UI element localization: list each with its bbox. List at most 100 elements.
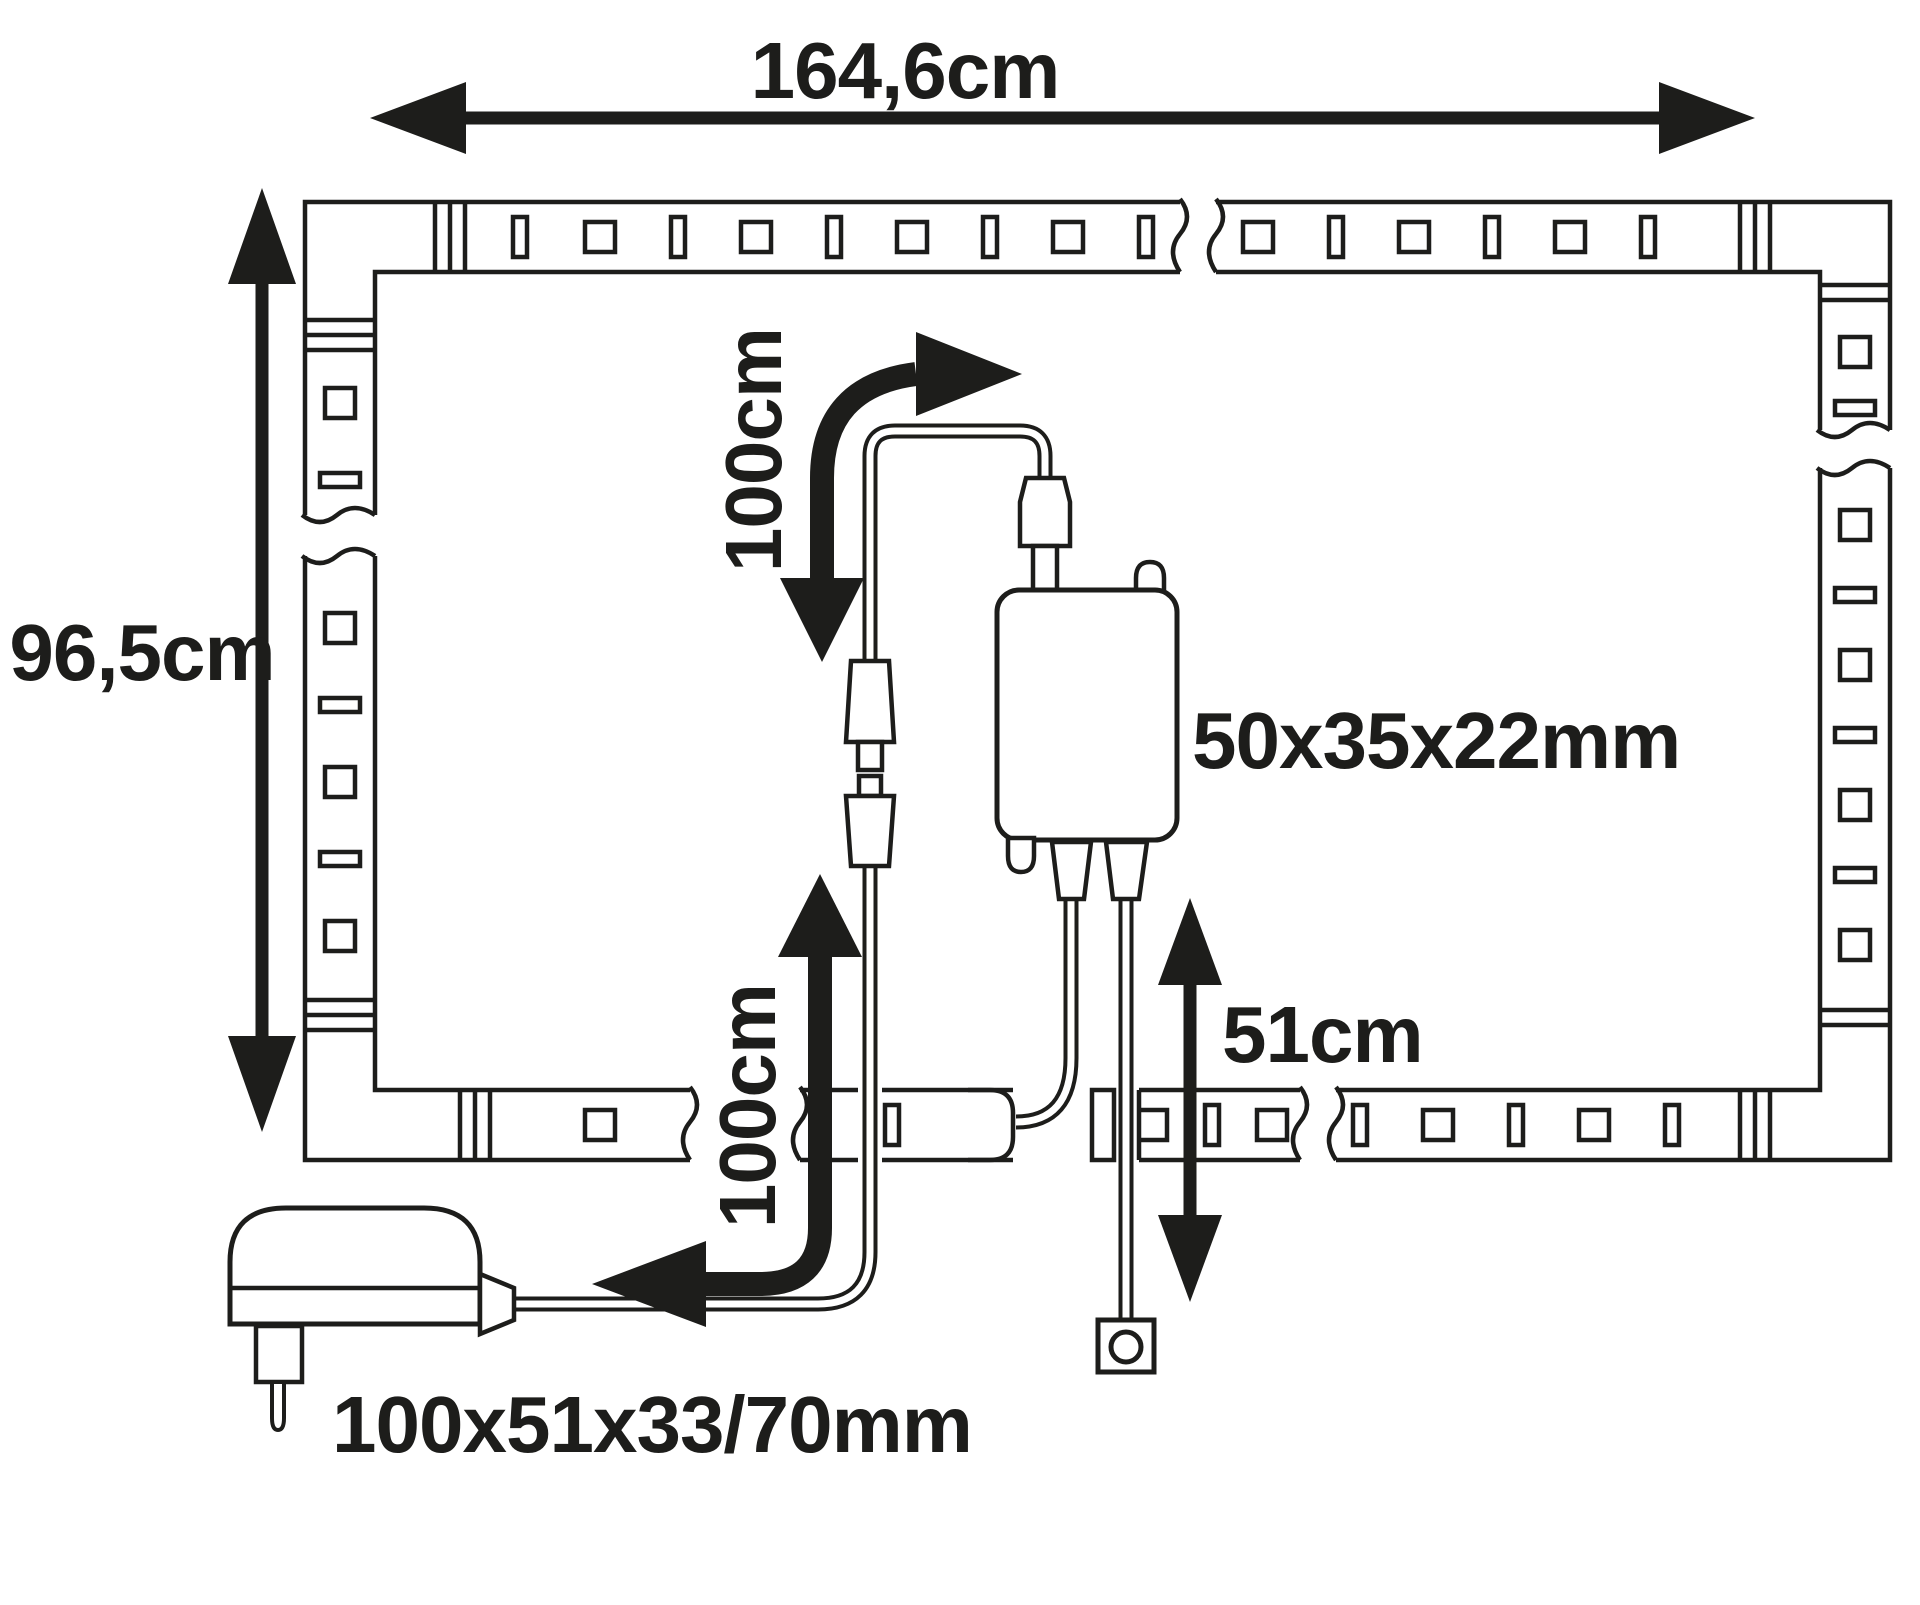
arrowhead-right-icon [916, 332, 1022, 416]
inline-cable-connector [843, 475, 1073, 869]
led-chip [1837, 927, 1873, 963]
controller-plug-body [1017, 475, 1073, 549]
led-chip [1136, 214, 1156, 260]
power-supply-nozzle [477, 1270, 517, 1338]
led-chip [1638, 214, 1658, 260]
strip-end-cap [968, 1087, 1016, 1163]
strip-cut-marks [300, 197, 1895, 1165]
led-chip [322, 610, 358, 646]
arrowhead-up-icon [778, 874, 862, 957]
connector-female-neck [856, 773, 884, 799]
led-chip [317, 470, 363, 490]
strip-cut-mark [1815, 420, 1892, 440]
led-chip [1326, 214, 1346, 260]
frame-height-label: 96,5cm [9, 608, 274, 697]
bottom-cable-arrow-shaft [704, 954, 832, 1296]
led-chip [322, 764, 358, 800]
controller-tab [1005, 835, 1037, 875]
bottom-cable-length-label: 100cm [703, 984, 792, 1228]
led-chip [322, 918, 358, 954]
led-chip [510, 214, 530, 260]
led-chip [322, 385, 358, 421]
connection-cables [862, 423, 1134, 1322]
led-chip [317, 849, 363, 869]
switch-cable-length-label: 51cm [1222, 990, 1423, 1079]
top-cable-arrow-shaft [810, 362, 918, 584]
top-cable-length-label: 100cm [709, 328, 798, 572]
strip-cut-mark [1815, 458, 1892, 478]
switch-button-icon [1108, 1329, 1144, 1365]
strip-gap [690, 1085, 800, 1165]
extension-cable-core [866, 427, 1049, 668]
led-chip [317, 695, 363, 715]
led-chip [1837, 334, 1873, 370]
led-chip [1420, 1107, 1456, 1143]
led-chip [1202, 1102, 1222, 1148]
led-chip [1350, 1102, 1370, 1148]
led-strip-frame [302, 199, 1893, 1163]
controller-output-plug [1103, 839, 1150, 902]
led-chip [1552, 219, 1588, 255]
strip-cut-mark [790, 1085, 810, 1162]
connector-female-body [843, 793, 897, 869]
led-chip [1482, 214, 1502, 260]
connector-male-body [843, 658, 897, 745]
led-chip [1576, 1107, 1612, 1143]
arrowhead-left-icon [592, 1241, 706, 1327]
strip-end-connector [1089, 1087, 1117, 1163]
led-chip [1837, 647, 1873, 683]
controller-plug-tip [1030, 543, 1060, 593]
controller-box [994, 587, 1180, 843]
antenna-icon [1133, 559, 1167, 595]
led-chip [738, 219, 774, 255]
connector-male-tip [855, 739, 885, 773]
devices [227, 559, 1180, 1433]
strip-cut-mark [300, 505, 377, 525]
led-chip [1832, 398, 1878, 418]
led-chip [894, 219, 930, 255]
arrowhead-up-icon [228, 188, 296, 284]
led-chip [1254, 1107, 1290, 1143]
arrowhead-left-icon [370, 82, 466, 154]
strip-cut-mark [1326, 1085, 1346, 1162]
strip-cut-mark [1290, 1085, 1310, 1162]
strip-cut-mark [1170, 197, 1190, 274]
power-supply-pin [270, 1380, 286, 1433]
frame-width-label: 164,6cm [751, 26, 1060, 115]
power-cable-core [508, 864, 874, 1308]
arrowhead-down-icon [228, 1036, 296, 1132]
power-supply-dimensions-label: 100x51x33/70mm [332, 1380, 972, 1469]
strip-cut-mark [680, 1085, 700, 1162]
led-chip [582, 219, 618, 255]
led-chip [980, 214, 1000, 260]
led-chip [582, 1107, 618, 1143]
strip-cut-mark [300, 546, 377, 566]
arrowhead-down-icon [1158, 1215, 1222, 1302]
led-chip [1832, 585, 1878, 605]
arrowhead-right-icon [1659, 82, 1755, 154]
led-chip [1050, 219, 1086, 255]
controller-strip-wire-core [1015, 896, 1075, 1126]
power-supply-body [227, 1205, 483, 1327]
led-chip [1134, 1107, 1170, 1143]
led-chip [1837, 787, 1873, 823]
led-chip [1662, 1102, 1682, 1148]
led-chip [1832, 725, 1878, 745]
led-chip [824, 214, 844, 260]
bottom-cable-length-arrow [592, 874, 862, 1327]
strip-cut-mark [1206, 197, 1226, 274]
arrowhead-up-icon [1158, 898, 1222, 985]
led-chip [1240, 219, 1276, 255]
power-cable [508, 864, 878, 1312]
led-chip [1506, 1102, 1526, 1148]
arrowhead-down-icon [780, 578, 864, 662]
led-chip [1396, 219, 1432, 255]
led-chip [1837, 507, 1873, 543]
led-chip [1832, 865, 1878, 885]
dimension-arrows [228, 82, 1755, 1302]
controller-output-plug [1049, 839, 1094, 902]
power-supply-plug-base [253, 1323, 305, 1385]
led-chip [668, 214, 688, 260]
